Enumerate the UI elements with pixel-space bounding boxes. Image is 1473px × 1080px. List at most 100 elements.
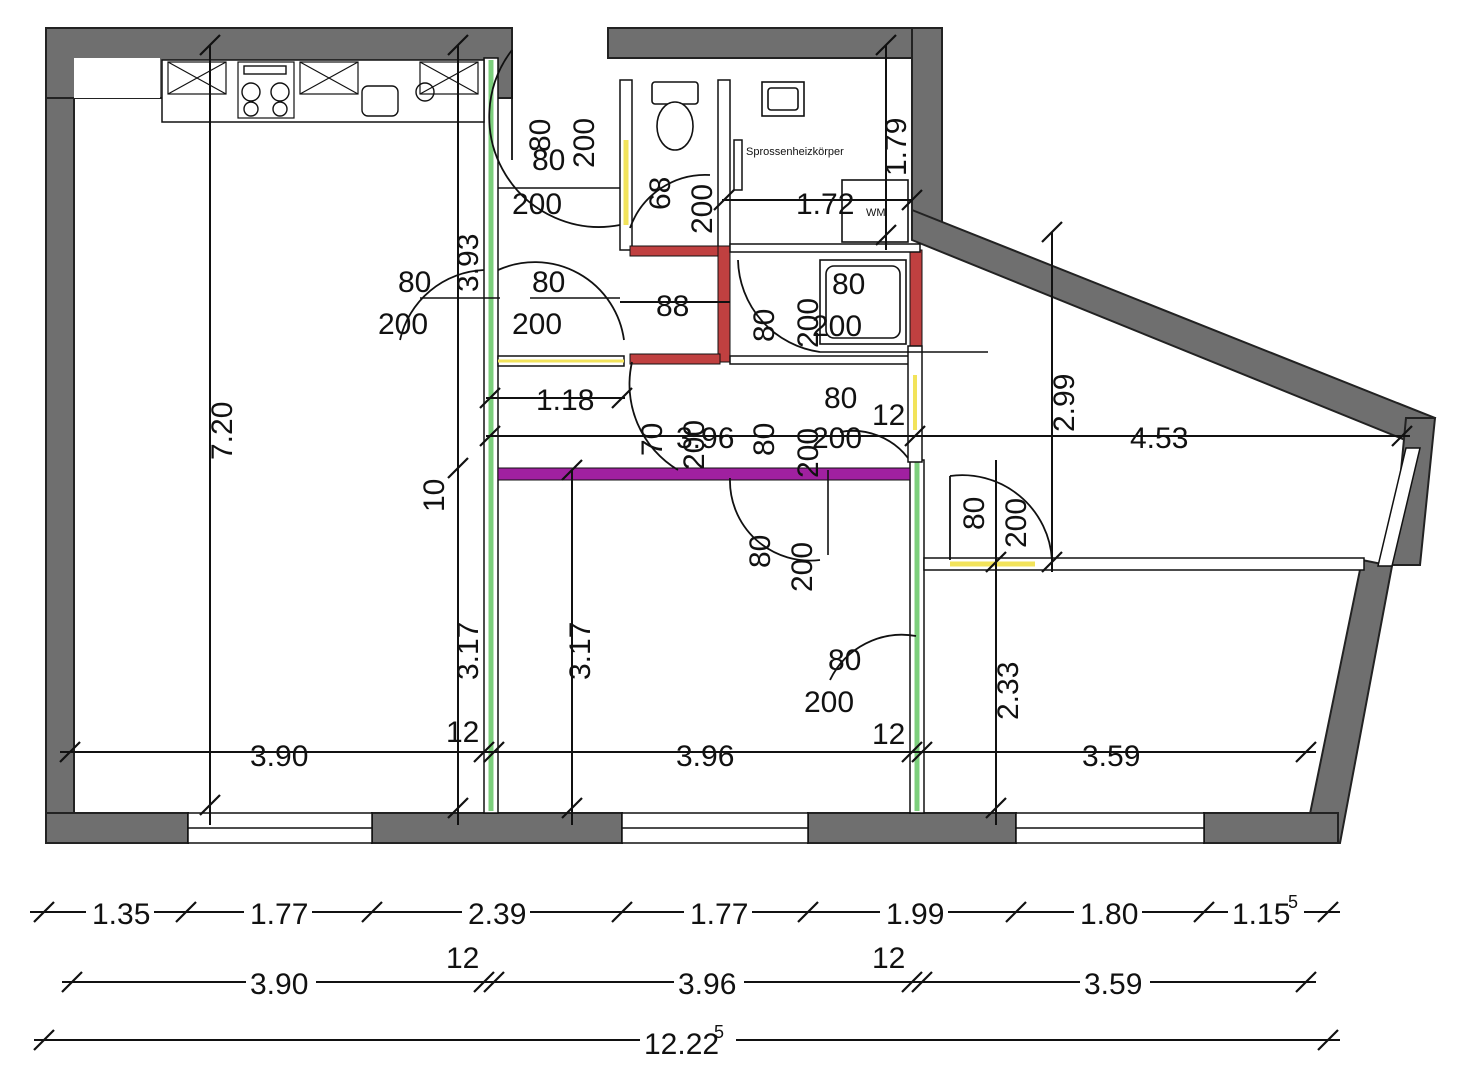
total-width: 12.22 <box>644 1028 719 1061</box>
kitchen-cabinet-icons <box>167 61 479 119</box>
door-e-height: 200 <box>568 118 601 168</box>
door-l-width: 80 <box>958 497 991 530</box>
door-g-height: 200 <box>812 310 862 343</box>
door-size-labels: 80 200 80 200 80 200 80 200 68 200 80 20… <box>378 118 1033 719</box>
door-i-width: 80 <box>748 423 781 456</box>
room-dimension-row: 3.90 3.96 3.59 12 12 <box>246 942 1150 1001</box>
utility-wall <box>729 243 921 253</box>
right-wall-upper <box>911 27 943 239</box>
radiator-label: Sprossenheizkörper <box>746 146 844 158</box>
door-d-height: 200 <box>686 184 719 234</box>
toilet-icon <box>651 81 699 151</box>
interior-dimension-lines <box>59 34 1413 825</box>
lower-right-wall <box>1302 558 1394 844</box>
red-wall-top <box>629 245 721 257</box>
door-g-width: 80 <box>832 268 865 301</box>
window-dim-7: 1.15 <box>1232 898 1290 931</box>
window-dim-4: 1.77 <box>690 898 748 931</box>
dim-7-20: 7.20 <box>206 402 239 460</box>
door-swing-entry <box>488 49 621 228</box>
door-k-height: 200 <box>786 542 819 592</box>
door-swing-lower-room <box>829 633 917 681</box>
dim-1-18: 1.18 <box>536 384 594 417</box>
shower-icon <box>819 259 907 345</box>
kitchen <box>161 59 485 123</box>
door-f-width: 80 <box>748 309 781 342</box>
diagonal-wall <box>911 208 1437 450</box>
dim-4-53: 4.53 <box>1130 422 1188 455</box>
door-swings <box>399 49 1053 681</box>
bathroom: Sprossenheizkörper WM <box>651 81 909 345</box>
washing-machine-label: WM <box>866 207 886 219</box>
total-width-sup: 5 <box>714 1022 724 1042</box>
door-swing-right-room <box>949 474 1053 561</box>
dim-1-79: 1.79 <box>880 118 913 176</box>
door-a-height: 200 <box>378 308 428 341</box>
interior-walls <box>483 57 1365 814</box>
stove-icon <box>241 65 290 117</box>
door-f-height: 200 <box>792 298 825 348</box>
door-k-width: 80 <box>744 535 777 568</box>
window-right <box>1377 447 1421 567</box>
dim-3-93: 3.93 <box>452 234 485 292</box>
purple-wall <box>497 467 911 481</box>
door-i-height: 200 <box>792 428 825 478</box>
window-dim-3: 2.39 <box>468 898 526 931</box>
dim-2-99: 2.99 <box>1048 374 1081 432</box>
room-row-dim-1: 3.90 <box>250 968 308 1001</box>
door-m-height: 200 <box>804 686 854 719</box>
bottom-wall-2 <box>371 812 623 844</box>
door-swing-room <box>729 477 821 562</box>
door-swing-corridor <box>497 261 625 341</box>
window-dim-7-sup: 5 <box>1288 892 1298 912</box>
total-dimension: 12.22 5 <box>640 1020 736 1061</box>
dim-12-b: 12 <box>446 716 479 749</box>
radiator-icon <box>733 139 743 191</box>
bath-wall-mid <box>717 79 731 251</box>
door-e-width: 80 <box>524 119 557 152</box>
door-m-width: 80 <box>828 644 861 677</box>
dim-3-17-left: 3.17 <box>452 622 485 680</box>
door-b-height: 200 <box>512 308 562 341</box>
room-divider <box>923 557 1365 571</box>
door-b-width: 80 <box>532 266 565 299</box>
door-h-height: 200 <box>678 420 711 470</box>
red-wall-left <box>717 245 731 363</box>
room-row-dim-3: 3.59 <box>1084 968 1142 1001</box>
room-row-sep-2: 12 <box>872 942 905 975</box>
dim-1-72: 1.72 <box>796 188 854 221</box>
door-l-height: 200 <box>1000 498 1033 548</box>
door-h-width: 70 <box>636 423 669 456</box>
dim-12-a: 12 <box>872 399 905 432</box>
top-wall-right <box>607 27 943 59</box>
window-dim-1: 1.35 <box>92 898 150 931</box>
bottom-wall-1 <box>45 812 189 844</box>
room-row-dim-2: 3.96 <box>678 968 736 1001</box>
door-d-width: 68 <box>644 177 677 210</box>
bottom-wall-3 <box>807 812 1017 844</box>
door-a-width: 80 <box>398 266 431 299</box>
dim-88: 88 <box>656 290 689 323</box>
interior-dimension-labels: 7.20 3.93 10 3.17 3.17 1.79 1.72 1.18 88… <box>206 118 1188 773</box>
door-swing-bath <box>629 174 711 229</box>
door-j-width: 80 <box>824 382 857 415</box>
door-swing-utility <box>737 259 821 353</box>
washing-machine-icon <box>841 179 909 243</box>
bottom-wall-4 <box>1203 812 1339 844</box>
kitchen-counter <box>161 59 485 123</box>
dim-2-33: 2.33 <box>992 662 1025 720</box>
utility-wall-lower <box>729 355 921 365</box>
dim-10: 10 <box>418 479 451 512</box>
room-row-sep-1: 12 <box>446 942 479 975</box>
room-dim-3-90: 3.90 <box>250 740 308 773</box>
door-swing-hall <box>399 269 485 341</box>
window-dim-2: 1.77 <box>250 898 308 931</box>
exterior-dimension-labels: 1.35 1.77 2.39 1.77 1.99 1.80 1.15 5 3.9… <box>86 888 1304 1061</box>
dim-3-96-mid: 3.96 <box>676 422 734 455</box>
door-j-height: 200 <box>812 422 862 455</box>
door-c-width: 80 <box>532 144 565 177</box>
dim-3-17-center: 3.17 <box>564 622 597 680</box>
window-dim-5: 1.99 <box>886 898 944 931</box>
door-c-height: 200 <box>512 188 562 221</box>
